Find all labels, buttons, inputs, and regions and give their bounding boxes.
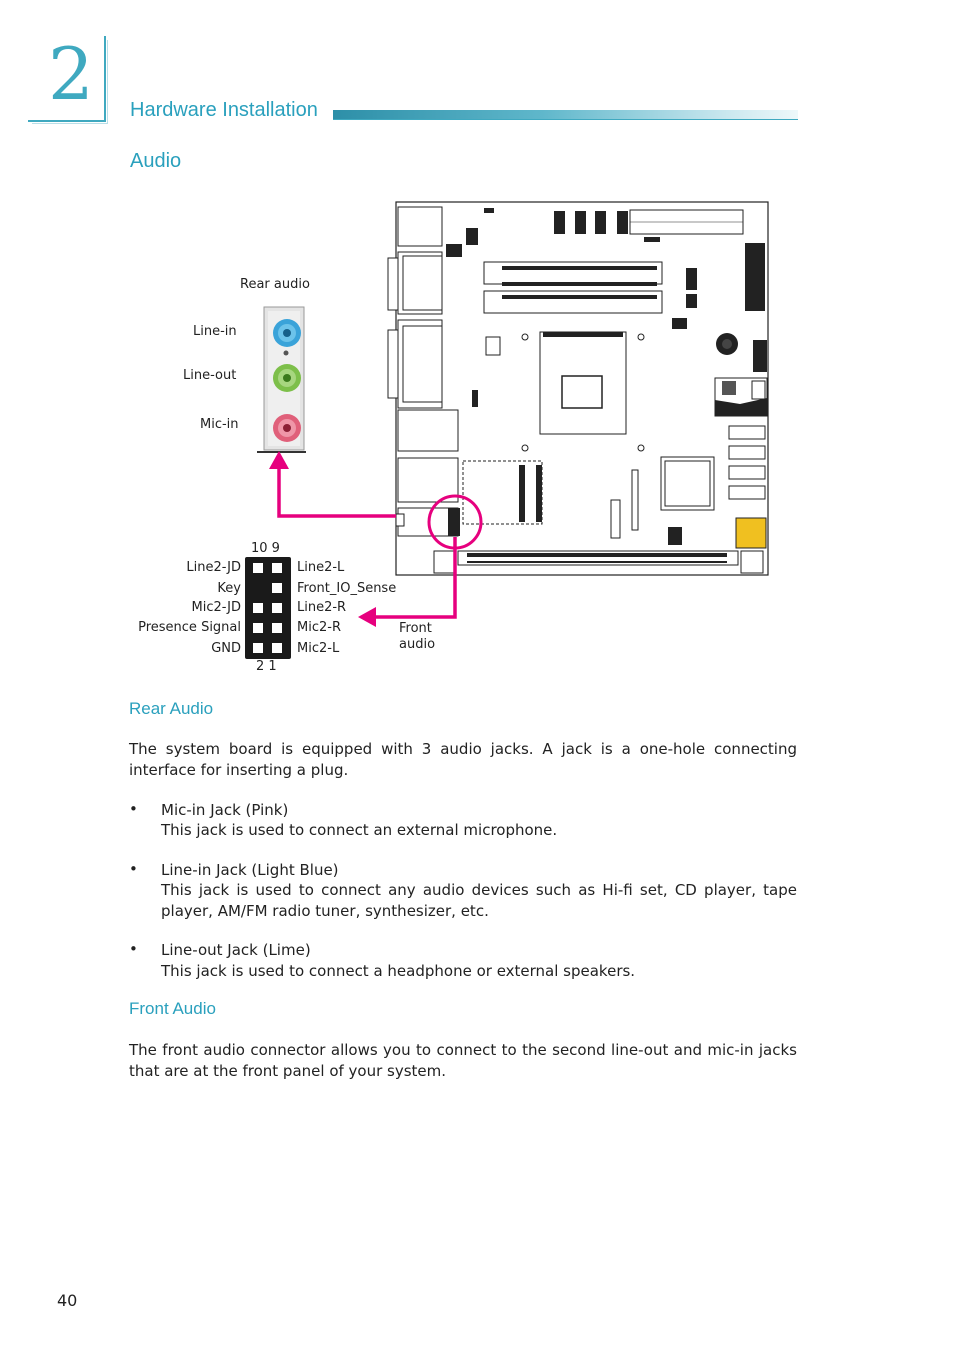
rear-audio-label: Rear audio <box>240 277 310 292</box>
rear-audio-arrow <box>277 467 396 518</box>
list-item-desc: This jack is used to connect an external… <box>161 821 558 839</box>
rear-audio-panel <box>257 306 306 453</box>
line-in-jack <box>273 319 301 347</box>
front-audio-heading: Front Audio <box>129 999 216 1018</box>
jack-label-mic-in: Mic-in <box>200 417 239 432</box>
title-underline <box>333 119 798 120</box>
pin-left-label: GND <box>211 641 241 656</box>
pin-label-bottom: 2 1 <box>256 659 277 674</box>
page-heading: Audio <box>130 150 182 172</box>
chapter-marker-rule-shadow <box>107 40 108 124</box>
line-out-jack <box>273 364 301 392</box>
chapter-marker-base-rule <box>28 120 106 122</box>
list-item-desc: This jack is used to connect any audio d… <box>161 881 797 920</box>
chapter-marker-base-shadow <box>32 123 108 124</box>
pin-right-label: Line2-R <box>297 600 347 615</box>
pin-left-label: Mic2-JD <box>191 600 241 615</box>
mic-in-jack <box>273 414 301 442</box>
pin-left-label: Key <box>217 581 241 596</box>
pin-left-label: Line2-JD <box>186 560 241 575</box>
front-audio-label: Front <box>399 621 432 636</box>
pin-label-top: 10 9 <box>251 541 280 556</box>
front-audio-label: audio <box>399 637 436 652</box>
bullet: • <box>129 800 138 818</box>
pin-right-label: Mic2-L <box>297 641 340 656</box>
front-audio-text: The front audio connector allows you to … <box>129 1041 797 1080</box>
front-audio-pin-header <box>245 557 291 659</box>
front-audio-arrow <box>376 537 457 619</box>
bullet: • <box>129 860 138 878</box>
chapter-title: Hardware Installation <box>130 99 318 121</box>
list-item-title: Line-in Jack (Light Blue) <box>161 861 339 879</box>
jack-label-line-in: Line-in <box>193 324 237 339</box>
list-item-desc: This jack is used to connect a headphone… <box>161 962 636 980</box>
rear-audio-intro: The system board is equipped with 3 audi… <box>129 740 797 779</box>
title-gradient-bar <box>333 110 798 119</box>
pin-right-label: Line2-L <box>297 560 345 575</box>
chapter-number: 2 <box>48 32 94 116</box>
chapter-number-marker: 2 <box>28 30 108 124</box>
bullet: • <box>129 940 138 958</box>
list-item-title: Mic-in Jack (Pink) <box>161 801 289 819</box>
pin-right-label: Front_IO_Sense <box>297 581 397 596</box>
page-number: 40 <box>57 1291 78 1310</box>
pin-right-label: Mic2-R <box>297 620 341 635</box>
chapter-marker-rule <box>104 36 106 122</box>
audio-figure <box>245 201 769 659</box>
motherboard-diagram <box>387 201 769 576</box>
list-item-title: Line-out Jack (Lime) <box>161 941 311 959</box>
pin-left-label: Presence Signal <box>138 620 241 635</box>
jack-label-line-out: Line-out <box>183 368 237 383</box>
rear-audio-heading: Rear Audio <box>129 699 214 718</box>
